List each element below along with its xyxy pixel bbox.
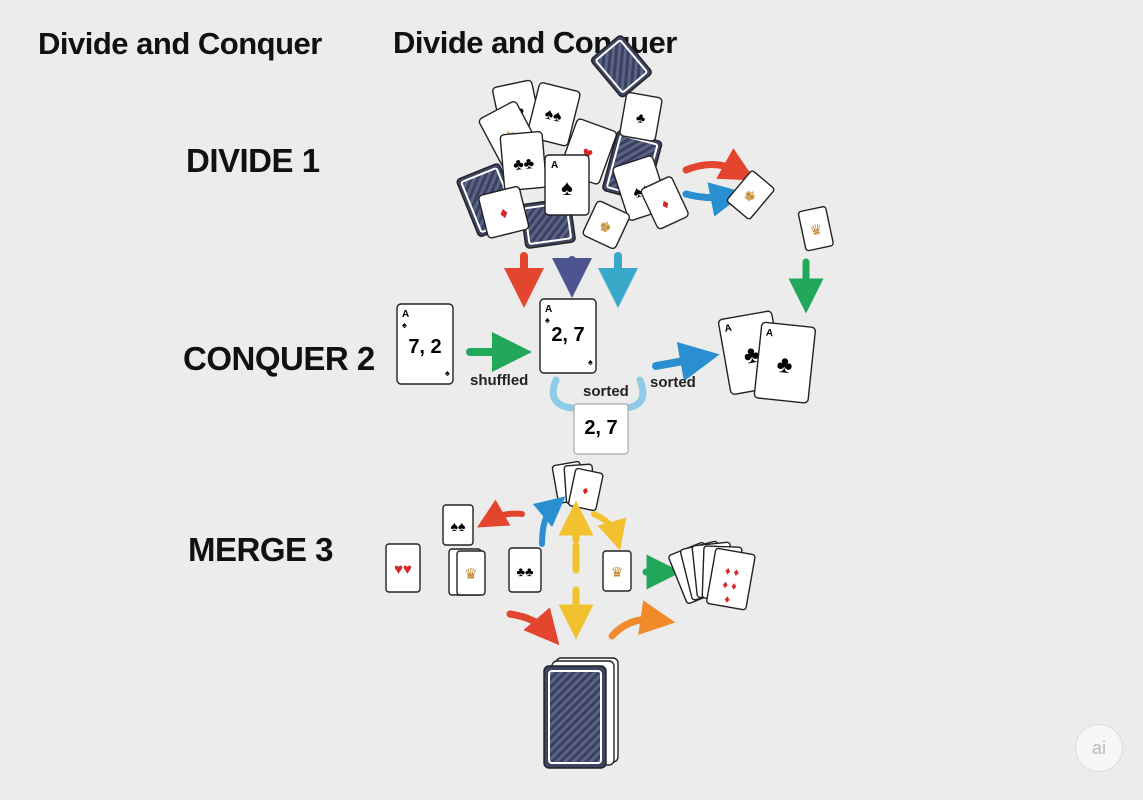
sorted-card: A♠ 2, 7 ♠ (539, 298, 597, 374)
svg-text:♠: ♠ (545, 315, 550, 325)
svg-text:♚: ♚ (596, 217, 614, 237)
svg-text:♥♥: ♥♥ (394, 561, 412, 578)
shuffled-card: A♠ 7, 2 ♠ (396, 303, 454, 385)
svg-text:A: A (724, 323, 733, 335)
stage-merge-label: MERGE 3 (188, 531, 334, 568)
svg-text:♦: ♦ (498, 204, 510, 222)
pile-card: ♦ (478, 185, 530, 239)
ace-of-clubs-front: A ♣ (753, 321, 817, 404)
svg-text:♦ ♦: ♦ ♦ (722, 579, 739, 593)
arc-right (622, 376, 647, 412)
svg-text:♣♣: ♣♣ (512, 155, 535, 174)
stage-divide-label: DIVIDE 1 (186, 142, 320, 179)
arrow-orange-merge (608, 600, 676, 640)
merge-card-king-2: ♛ (456, 550, 486, 596)
arc-left (549, 376, 576, 412)
svg-text:A: A (765, 327, 773, 339)
svg-text:♠♠: ♠♠ (451, 518, 466, 534)
arrow-red-down-merge (506, 607, 560, 646)
svg-text:♣: ♣ (635, 109, 647, 126)
svg-text:♦: ♦ (723, 593, 731, 606)
pile-card: ♣ (619, 91, 663, 142)
merge-card-spades: ♠♠ (442, 504, 474, 546)
arrow-blue-up (532, 496, 566, 547)
arrow-yellow-right (591, 511, 627, 551)
merge-top-fan: ♦ ♦ ♦ (551, 460, 604, 512)
pile-card: ♚ (582, 200, 631, 250)
small-sorted-card-value: 2, 7 (584, 417, 617, 439)
svg-text:♠♠: ♠♠ (543, 105, 564, 126)
ai-badge: ai (1075, 724, 1123, 772)
pile-card: ♦ (640, 176, 689, 230)
arrow-red-left (476, 499, 525, 528)
svg-text:♠: ♠ (588, 357, 593, 367)
svg-text:♠: ♠ (402, 320, 407, 330)
arrow-red-right (682, 148, 756, 181)
arrow-blue-right (682, 182, 746, 217)
pile-ace-of-spades: A♠ (544, 154, 590, 216)
arrow-blue-to-clubs (652, 341, 720, 382)
split-card-jack: ♛ (797, 206, 834, 252)
card-pile: ♣ ♠♠ ♚ ♥ ♣♣ ♠♠ ♦ ♦ ♚ ♣ A♠ (456, 35, 689, 250)
svg-text:♣: ♣ (742, 340, 762, 369)
pile-card: ♣♣ (499, 130, 548, 192)
svg-text:♦ ♦: ♦ ♦ (724, 565, 741, 579)
svg-text:A: A (545, 304, 552, 315)
svg-text:A: A (402, 309, 409, 320)
pile-card: ♠♠ (526, 82, 581, 147)
small-sorted-card: 2, 7 (573, 403, 629, 455)
shuffled-card-value: 7, 2 (408, 336, 441, 358)
svg-text:♛: ♛ (611, 564, 624, 580)
sorted-hand-fan: ♠ ♠ ♥ ♦ ♦ ♦♦ ♦♦ (668, 540, 756, 611)
svg-text:♦: ♦ (581, 483, 590, 498)
svg-text:♛: ♛ (808, 220, 824, 238)
sorted-card-value: 2, 7 (551, 324, 584, 346)
merge-card-jack: ♛ (602, 550, 632, 592)
ace-mark: A (551, 160, 558, 171)
stage-conquer-label: CONQUER 2 (183, 340, 375, 377)
svg-text:♣♣: ♣♣ (516, 564, 534, 579)
svg-text:♛: ♛ (464, 566, 477, 583)
svg-text:♠: ♠ (445, 368, 450, 378)
merge-card-clubs: ♣♣ (508, 547, 542, 593)
svg-text:♠: ♠ (561, 175, 573, 200)
title-left: Divide and Conquer (38, 26, 322, 61)
final-deck (543, 657, 619, 769)
pile-card-back (590, 35, 652, 98)
sorted-label-right: sorted (650, 374, 696, 391)
sorted-label-center: sorted (583, 383, 629, 400)
split-card-king: ♚ (726, 170, 775, 220)
svg-text:♣: ♣ (775, 351, 794, 380)
merge-card-hearts: ♥♥ (385, 543, 421, 593)
shuffled-label: shuffled (470, 372, 529, 389)
